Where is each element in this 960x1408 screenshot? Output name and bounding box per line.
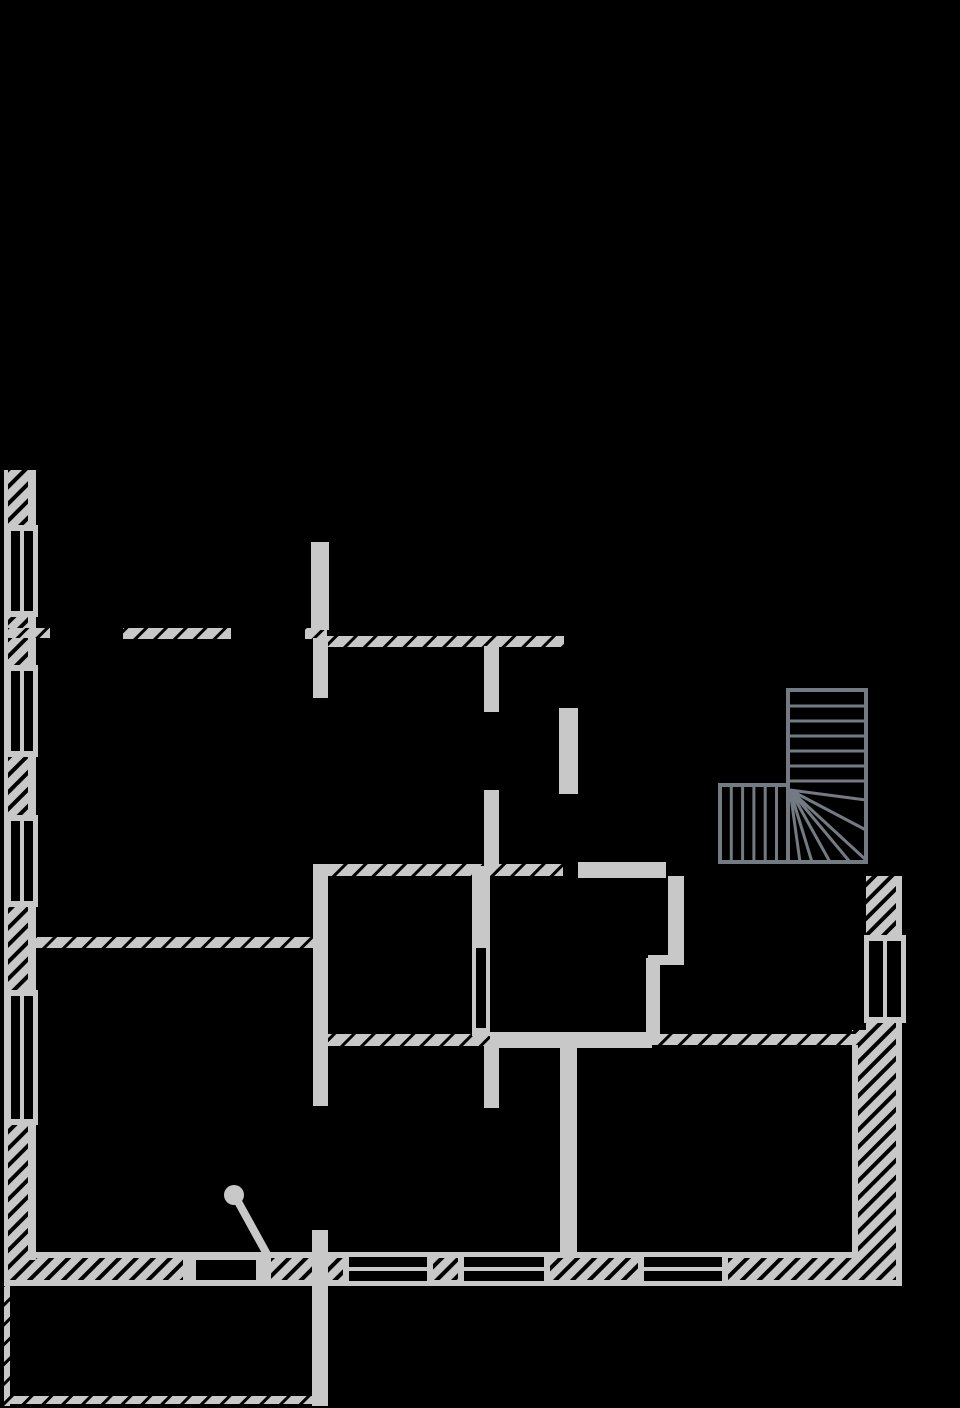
wall-right-outer-edge: [896, 876, 902, 1286]
window-left-1-mullion: [20, 531, 24, 611]
partition-14: [560, 1046, 577, 1256]
wall-right-inner-edge: [852, 1036, 858, 1258]
stair-winder: [788, 788, 868, 862]
interior-wall-3: [305, 628, 327, 639]
partition-7: [668, 876, 684, 958]
partition-13: [484, 1046, 499, 1108]
partition-8: [648, 955, 684, 965]
partition-12: [490, 1032, 652, 1048]
interior-wall-1: [8, 628, 50, 638]
interior-wall-7: [320, 1034, 490, 1046]
stair-winder: [788, 789, 852, 863]
partition-3: [484, 646, 499, 712]
stair-winder: [788, 789, 832, 863]
window-right-mullion: [883, 941, 887, 1017]
stair-winder: [789, 788, 867, 802]
partition-4: [559, 708, 578, 794]
wall-bottom-inner-edge: [36, 1252, 856, 1258]
partition-5: [484, 790, 499, 866]
lever-arm: [232, 1194, 272, 1260]
annex-wall-left: [4, 1286, 10, 1406]
window-left-3-mullion: [20, 821, 24, 901]
interior-wall-5: [36, 937, 318, 948]
window-bottom-3-mullion: [644, 1267, 722, 1271]
wall-bottom-outer-edge: [4, 1280, 902, 1286]
window-left-4-mullion: [20, 996, 24, 1119]
lever-knob: [224, 1185, 244, 1205]
annex-wall-right: [312, 1230, 328, 1406]
window-bottom-1-mullion: [349, 1267, 427, 1271]
stair-upper-flight: [786, 688, 868, 864]
stair-winder: [788, 789, 802, 863]
annex-wall-bottom: [4, 1396, 326, 1404]
interior-wall-2: [123, 628, 231, 639]
partition-11-slot: [476, 948, 486, 1028]
partition-1: [311, 542, 329, 630]
staircase: [718, 688, 868, 864]
interior-wall-8: [652, 1034, 860, 1045]
interior-wall-4: [320, 636, 564, 647]
partition-10: [313, 864, 328, 1106]
window-left-2-mullion: [20, 671, 24, 751]
interior-wall-6: [313, 864, 563, 876]
walls-group: [4, 470, 906, 1406]
exterior-wall-right: [852, 1030, 902, 1286]
partition-9: [646, 958, 660, 1036]
stair-winder: [788, 789, 814, 863]
partition-2: [313, 638, 328, 698]
window-bottom-2-mullion: [464, 1267, 544, 1271]
partition-6: [578, 862, 666, 878]
stair-winder: [789, 788, 867, 832]
door-bottom-opening: [196, 1260, 256, 1280]
